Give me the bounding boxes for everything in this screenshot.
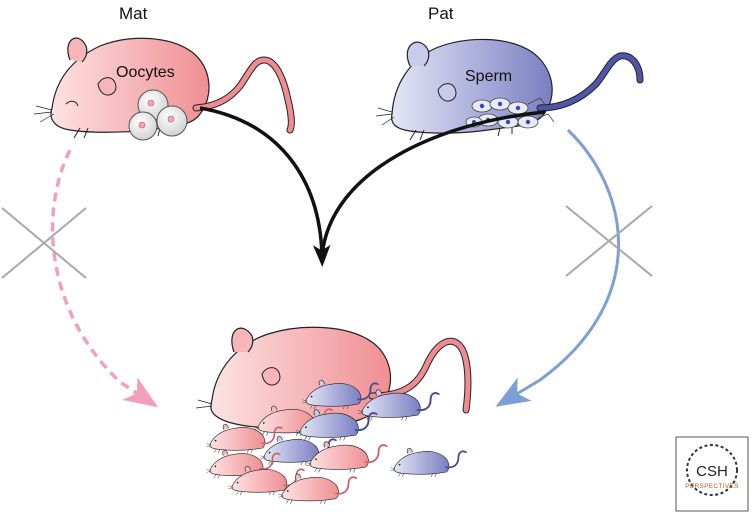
oocyte-cells bbox=[128, 89, 188, 141]
csh-perspectives-logo: CSH PERSPECTIVES bbox=[675, 436, 749, 512]
paternal-only-arrow bbox=[495, 128, 620, 407]
paternal-contribution-arrow bbox=[320, 110, 546, 257]
paternal-only-cross bbox=[565, 205, 653, 277]
offspring-pink-mouse bbox=[277, 472, 358, 505]
offspring-pink-mouse bbox=[305, 440, 388, 474]
maternal-contribution-arrow bbox=[199, 106, 331, 267]
maternal-only-arrow bbox=[50, 149, 159, 408]
logo-main-text: CSH bbox=[696, 463, 728, 480]
maternal-label: Mat bbox=[119, 4, 148, 23]
oocytes-label: Oocytes bbox=[116, 64, 175, 81]
paternal-label: Pat bbox=[428, 4, 454, 23]
offspring-group bbox=[195, 326, 472, 505]
offspring-blue-mouse bbox=[389, 447, 467, 479]
sperm-label: Sperm bbox=[465, 68, 512, 85]
logo-sub-text: PERSPECTIVES bbox=[685, 483, 739, 490]
maternal-only-cross bbox=[1, 207, 87, 279]
